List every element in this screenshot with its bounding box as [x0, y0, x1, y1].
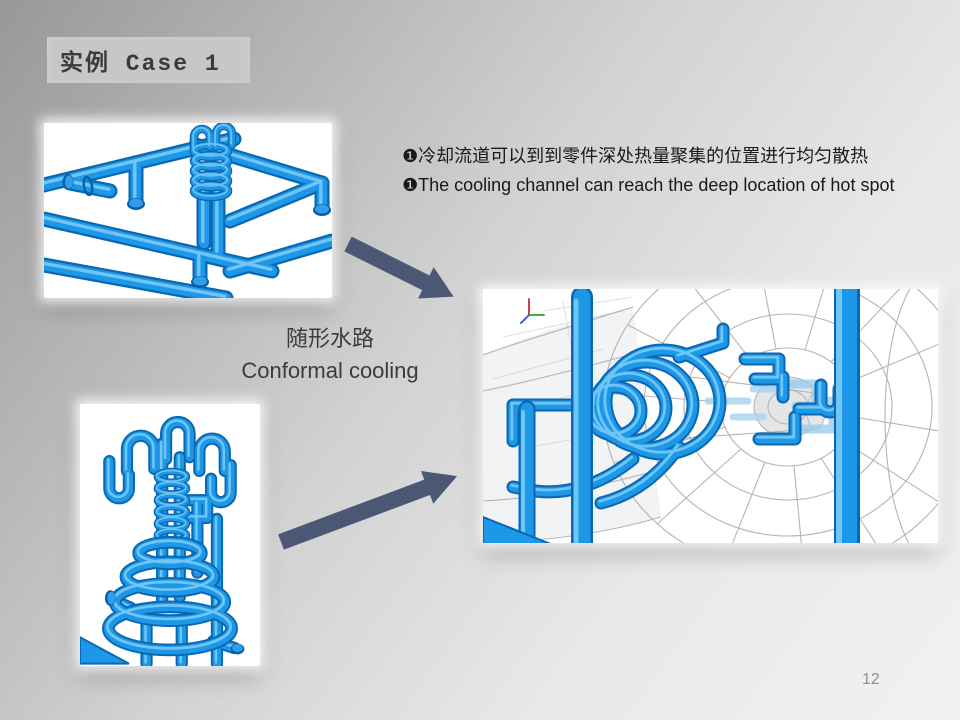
arrow-top-right-down-icon	[344, 236, 454, 299]
image-spiral-cooling-channel	[80, 404, 260, 666]
clipped-pipe-wedge	[80, 636, 130, 665]
slide-title-box: 实例 Case 1	[47, 37, 250, 83]
spiral-channel-drawing	[80, 404, 245, 666]
pipe-end-caps	[104, 590, 245, 655]
pipe-end-caps	[62, 174, 331, 288]
arrow-bottom-up-right-icon	[278, 470, 458, 550]
image-conformal-cooling-part	[483, 289, 938, 543]
clipped-pipe-wedge	[483, 515, 551, 543]
bullet-list: ❶冷却流道可以到到零件深处热量聚集的位置进行均匀散热 ❶The cooling …	[402, 142, 947, 200]
image-grid-cooling-channels	[44, 123, 332, 298]
support-pillars	[518, 289, 860, 543]
cad-part-drawing	[483, 289, 938, 543]
pipe-network-drawing	[44, 123, 332, 298]
caption-en: Conformal cooling	[241, 358, 419, 383]
slide-title: 实例 Case 1	[60, 51, 221, 77]
page-number: 12	[862, 671, 880, 688]
coordinate-triad-icon	[520, 298, 545, 324]
bullet-line-en: ❶The cooling channel can reach the deep …	[402, 175, 895, 195]
center-caption: 随形水路 Conformal cooling	[180, 324, 480, 387]
caption-zh: 随形水路	[285, 326, 374, 351]
bullet-line-zh: ❶冷却流道可以到到零件深处热量聚集的位置进行均匀散热	[402, 146, 869, 166]
